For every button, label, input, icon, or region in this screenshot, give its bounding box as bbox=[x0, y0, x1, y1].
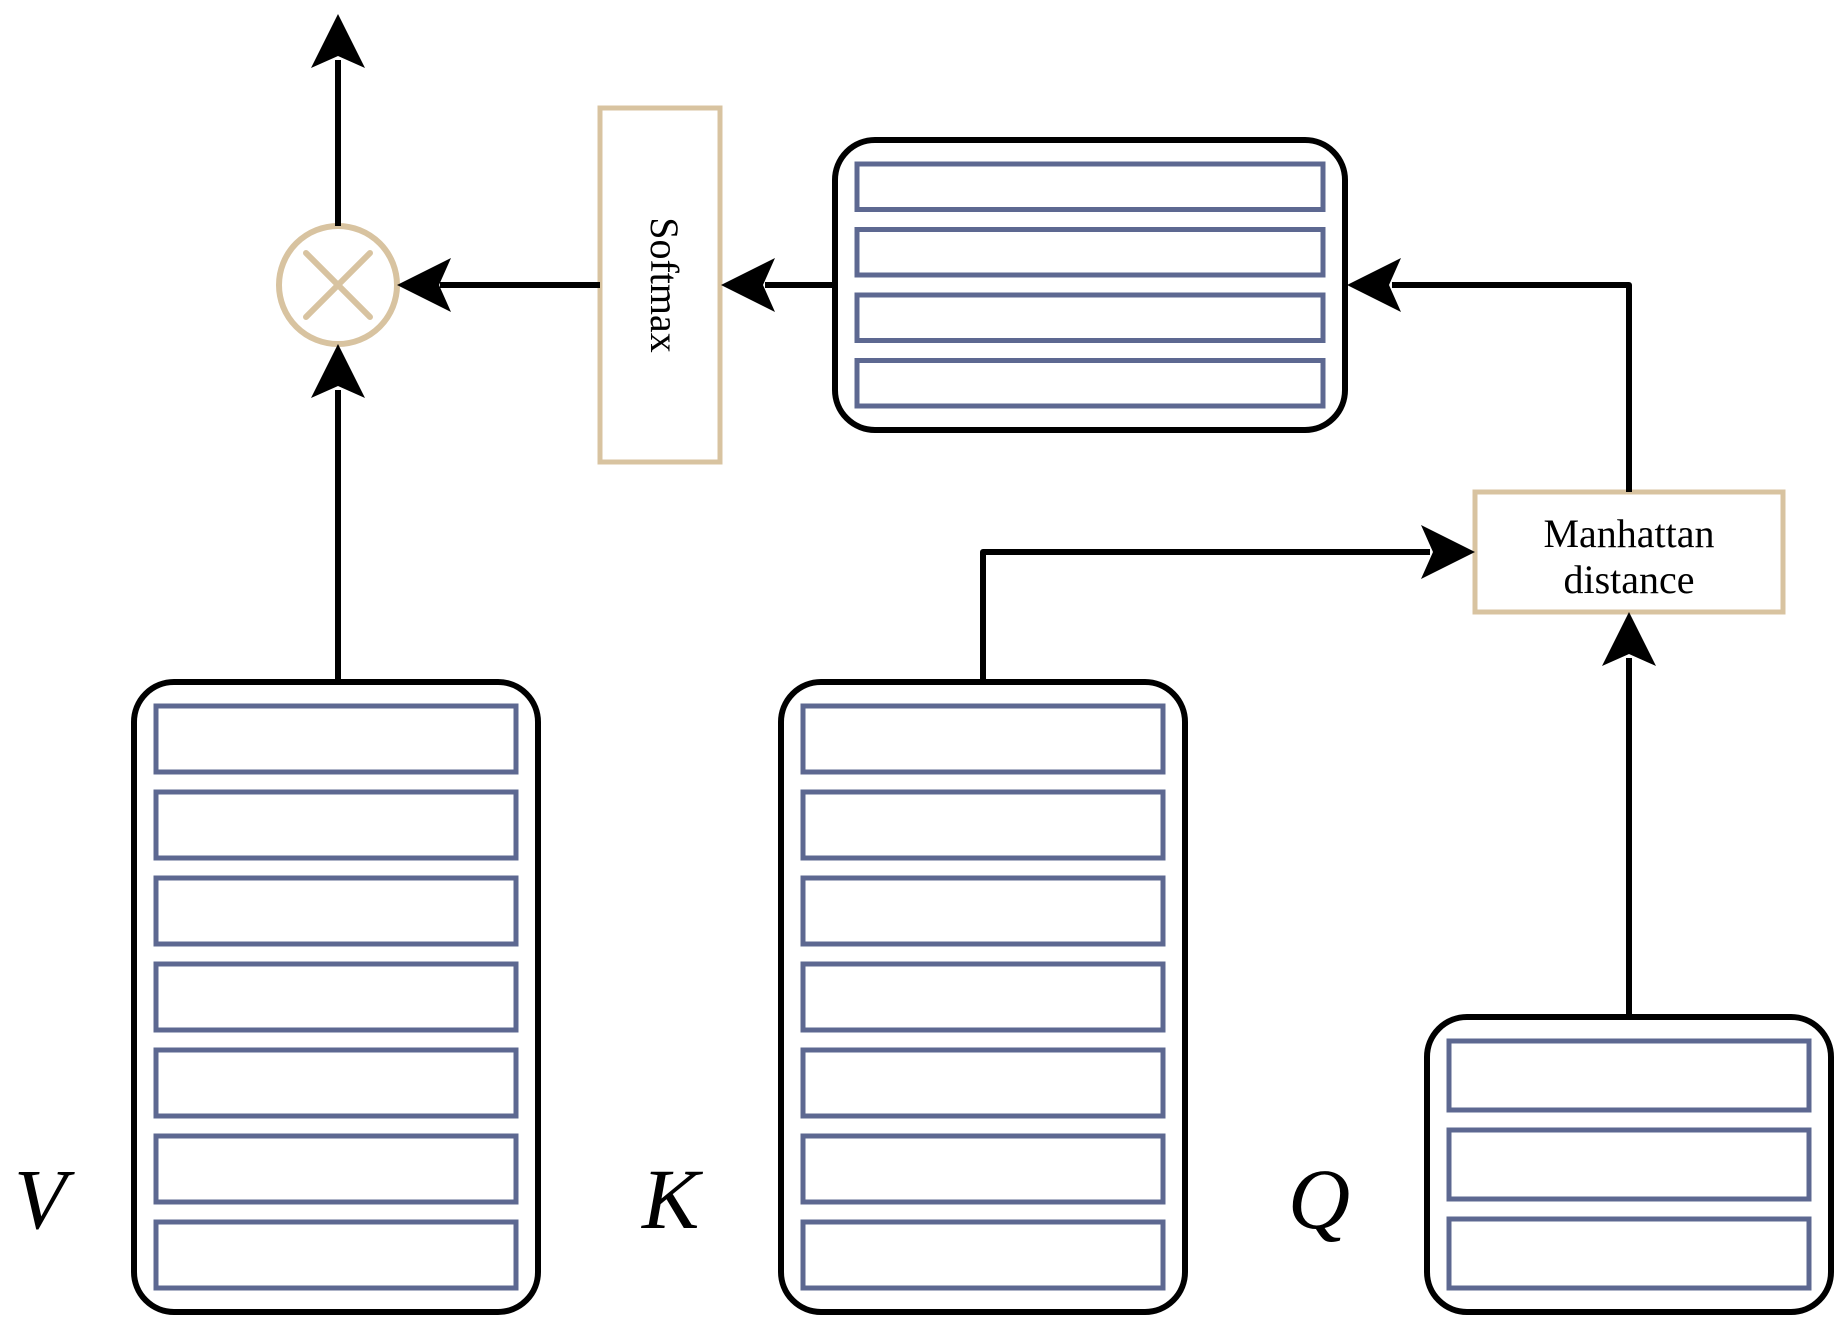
key-label: K bbox=[640, 1151, 704, 1247]
key-matrix-row bbox=[800, 961, 1166, 1033]
value-matrix bbox=[131, 679, 541, 1315]
query-matrix-row bbox=[1446, 1038, 1812, 1113]
value-matrix-row bbox=[153, 1047, 519, 1119]
softmax-box bbox=[597, 105, 723, 465]
output-arrowhead bbox=[311, 14, 365, 68]
value-matrix-row bbox=[153, 961, 519, 1033]
value-matrix-row bbox=[153, 1219, 519, 1291]
score-to-softmax-arrowhead bbox=[721, 258, 775, 312]
key-matrix-row bbox=[800, 875, 1166, 947]
score-matrix bbox=[832, 137, 1348, 433]
score-matrix-row bbox=[854, 292, 1326, 343]
value-label: V bbox=[14, 1151, 75, 1247]
softmax-label: Softmax bbox=[642, 217, 687, 353]
key-matrix-row bbox=[800, 1219, 1166, 1291]
value-matrix-row bbox=[153, 703, 519, 775]
value-matrix-row bbox=[153, 875, 519, 947]
key-matrix-row bbox=[800, 1133, 1166, 1205]
manhattan-distance-label-line2: distance bbox=[1563, 557, 1694, 602]
key-matrix-row bbox=[800, 789, 1166, 861]
value-to-multiply-arrowhead bbox=[311, 344, 365, 398]
distance-to-score-arrowhead bbox=[1347, 258, 1401, 312]
query-matrix-row bbox=[1446, 1127, 1812, 1202]
query-to-distance-arrowhead bbox=[1602, 612, 1656, 666]
query-label: Q bbox=[1288, 1151, 1350, 1247]
key-to-distance-line bbox=[980, 549, 1430, 682]
value-matrix-row bbox=[153, 789, 519, 861]
score-matrix-row bbox=[854, 227, 1326, 278]
key-matrix-row bbox=[800, 703, 1166, 775]
manhattan-distance-label-line1: Manhattan bbox=[1543, 511, 1714, 556]
key-matrix bbox=[778, 679, 1188, 1315]
key-to-distance-arrowhead bbox=[1421, 525, 1475, 579]
key-matrix-row bbox=[800, 1047, 1166, 1119]
score-matrix-row bbox=[854, 358, 1326, 409]
query-matrix bbox=[1424, 1014, 1834, 1315]
multiply-icon bbox=[276, 223, 400, 347]
score-matrix-row bbox=[854, 161, 1326, 212]
softmax-to-multiply-arrowhead bbox=[397, 258, 451, 312]
distance-to-score-line bbox=[1392, 282, 1632, 492]
query-matrix-row bbox=[1446, 1216, 1812, 1291]
value-matrix-row bbox=[153, 1133, 519, 1205]
